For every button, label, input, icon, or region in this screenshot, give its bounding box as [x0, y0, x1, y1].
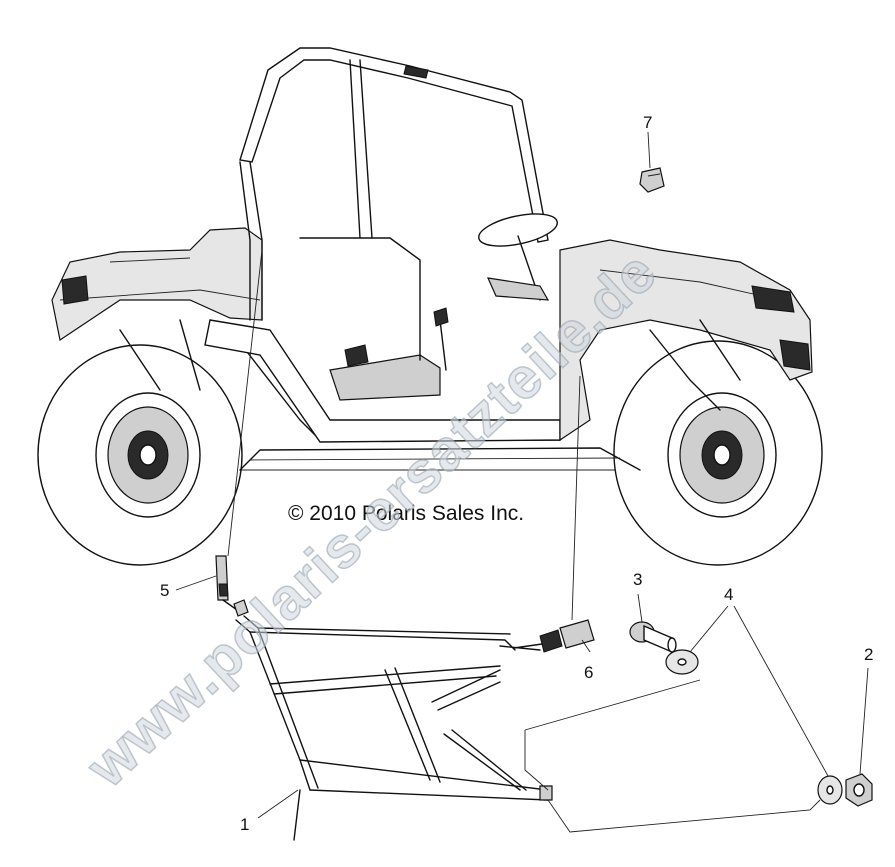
push-rivet-3: [629, 621, 677, 654]
callout-5: 5: [160, 581, 169, 600]
front-wheel: [613, 340, 823, 566]
nut-2: [845, 773, 873, 807]
door-net-assembly: [235, 615, 553, 841]
callout-6: 6: [584, 663, 593, 682]
callout-2: 2: [864, 645, 873, 664]
clip-7: [639, 167, 665, 193]
callout-1: 1: [240, 815, 249, 834]
vehicle-illustration: [37, 47, 823, 566]
callout-4: 4: [724, 585, 733, 604]
strap-5: [215, 555, 249, 617]
washer-4: [665, 649, 843, 805]
copyright-notice: © 2010 Polaris Sales Inc.: [288, 502, 524, 525]
strap-6: [513, 619, 595, 653]
callout-3: 3: [633, 570, 642, 589]
callout-7: 7: [643, 113, 652, 132]
rear-wheel: [37, 344, 243, 566]
leader-lines: [175, 131, 869, 819]
